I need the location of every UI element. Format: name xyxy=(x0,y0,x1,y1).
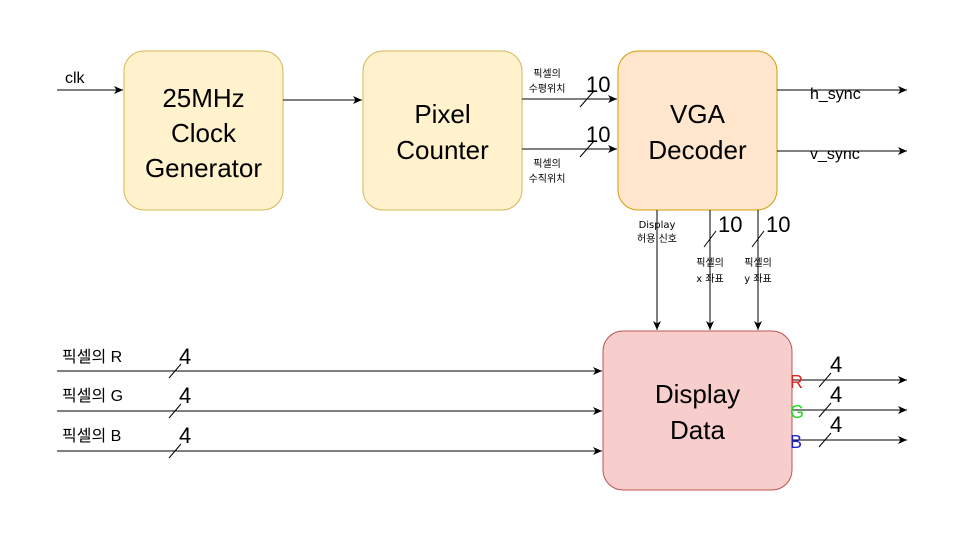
pixel-counter-box xyxy=(362,50,523,211)
clock-label-line3: Generator xyxy=(145,153,262,183)
y-coord-line1: 픽셀의 xyxy=(744,257,772,269)
vert-bus-slash xyxy=(579,140,595,158)
counter-label-line2: Counter xyxy=(396,135,489,165)
y-coord-line2: y 좌표 xyxy=(744,273,772,285)
display-data-box xyxy=(602,330,793,491)
horizontal-position-bus: 10 픽셀의 수평위치 xyxy=(522,68,617,108)
g-input-width: 4 xyxy=(179,383,191,408)
g-output-label: G xyxy=(790,402,804,422)
b-input-width: 4 xyxy=(179,423,191,448)
vert-label-line1: 픽셀의 xyxy=(533,158,561,170)
b-input-slash xyxy=(168,443,182,459)
h-sync-output: h_sync xyxy=(777,86,907,103)
b-output-width: 4 xyxy=(830,412,842,437)
r-output-label: R xyxy=(790,372,803,392)
counter-label-line1: Pixel xyxy=(414,99,470,129)
horiz-label-line2: 수평위치 xyxy=(529,82,566,95)
decoder-label-line2: Decoder xyxy=(648,135,747,165)
r-input-label: 픽셀의 R xyxy=(62,348,122,366)
x-bus-slash xyxy=(703,230,717,248)
y-coordinate-bus: 10 픽셀의 y 좌표 xyxy=(744,210,790,330)
b-input-label: 픽셀의 B xyxy=(62,427,121,445)
x-coord-line1: 픽셀의 xyxy=(696,257,724,269)
vga-decoder-box xyxy=(617,50,778,211)
pixel-counter-block[interactable]: Pixel Counter xyxy=(362,50,523,211)
b-output-slash xyxy=(818,432,832,448)
b-output-label: B xyxy=(790,432,802,452)
r-output-bus: 4 R xyxy=(790,352,907,392)
r-input-width: 4 xyxy=(179,344,191,369)
x-bus-width: 10 xyxy=(718,212,742,237)
g-input-slash xyxy=(168,403,182,419)
v-sync-label: v_sync xyxy=(810,146,860,163)
clk-label: clk xyxy=(65,70,86,87)
display-enable-line1: Display xyxy=(639,220,676,231)
clock-label-line2: Clock xyxy=(171,118,237,148)
display-enable-line2: 허용 신호 xyxy=(637,233,677,245)
vga-decoder-block[interactable]: VGA Decoder xyxy=(617,50,778,211)
v-sync-output: v_sync xyxy=(777,146,907,163)
clk-input-wire: clk xyxy=(57,70,123,94)
g-output-width: 4 xyxy=(830,382,842,407)
vert-label-line2: 수직위치 xyxy=(529,172,566,185)
x-coordinate-bus: 10 픽셀의 x 좌표 xyxy=(696,210,742,330)
g-input-bus: 4 픽셀의 G xyxy=(57,383,602,419)
horiz-label-line1: 픽셀의 xyxy=(533,68,561,80)
g-input-label: 픽셀의 G xyxy=(62,387,123,405)
g-output-bus: 4 G xyxy=(790,382,907,422)
y-bus-slash xyxy=(751,230,765,248)
h-sync-label: h_sync xyxy=(810,86,861,103)
b-output-bus: 4 B xyxy=(790,412,907,452)
x-coord-line2: x 좌표 xyxy=(696,273,724,285)
r-input-bus: 4 픽셀의 R xyxy=(57,344,602,379)
g-output-slash xyxy=(818,402,832,418)
clock-label-line1: 25MHz xyxy=(162,83,244,113)
display-label-line2: Data xyxy=(670,415,725,445)
horiz-bus-slash xyxy=(579,90,595,108)
clock-generator-box xyxy=(123,50,284,211)
display-enable-signal: Display 허용 신호 xyxy=(637,210,677,330)
vert-bus-width: 10 xyxy=(586,122,610,147)
display-data-block[interactable]: Display Data xyxy=(602,330,793,491)
vertical-position-bus: 10 픽셀의 수직위치 xyxy=(522,122,617,185)
display-label-line1: Display xyxy=(655,379,740,409)
decoder-label-line1: VGA xyxy=(670,99,726,129)
r-input-slash xyxy=(168,363,182,379)
clock-generator-block[interactable]: 25MHz Clock Generator xyxy=(123,50,284,211)
r-output-width: 4 xyxy=(830,352,842,377)
horiz-bus-width: 10 xyxy=(586,72,610,97)
b-input-bus: 4 픽셀의 B xyxy=(57,423,602,459)
r-output-slash xyxy=(818,372,832,388)
y-bus-width: 10 xyxy=(766,212,790,237)
